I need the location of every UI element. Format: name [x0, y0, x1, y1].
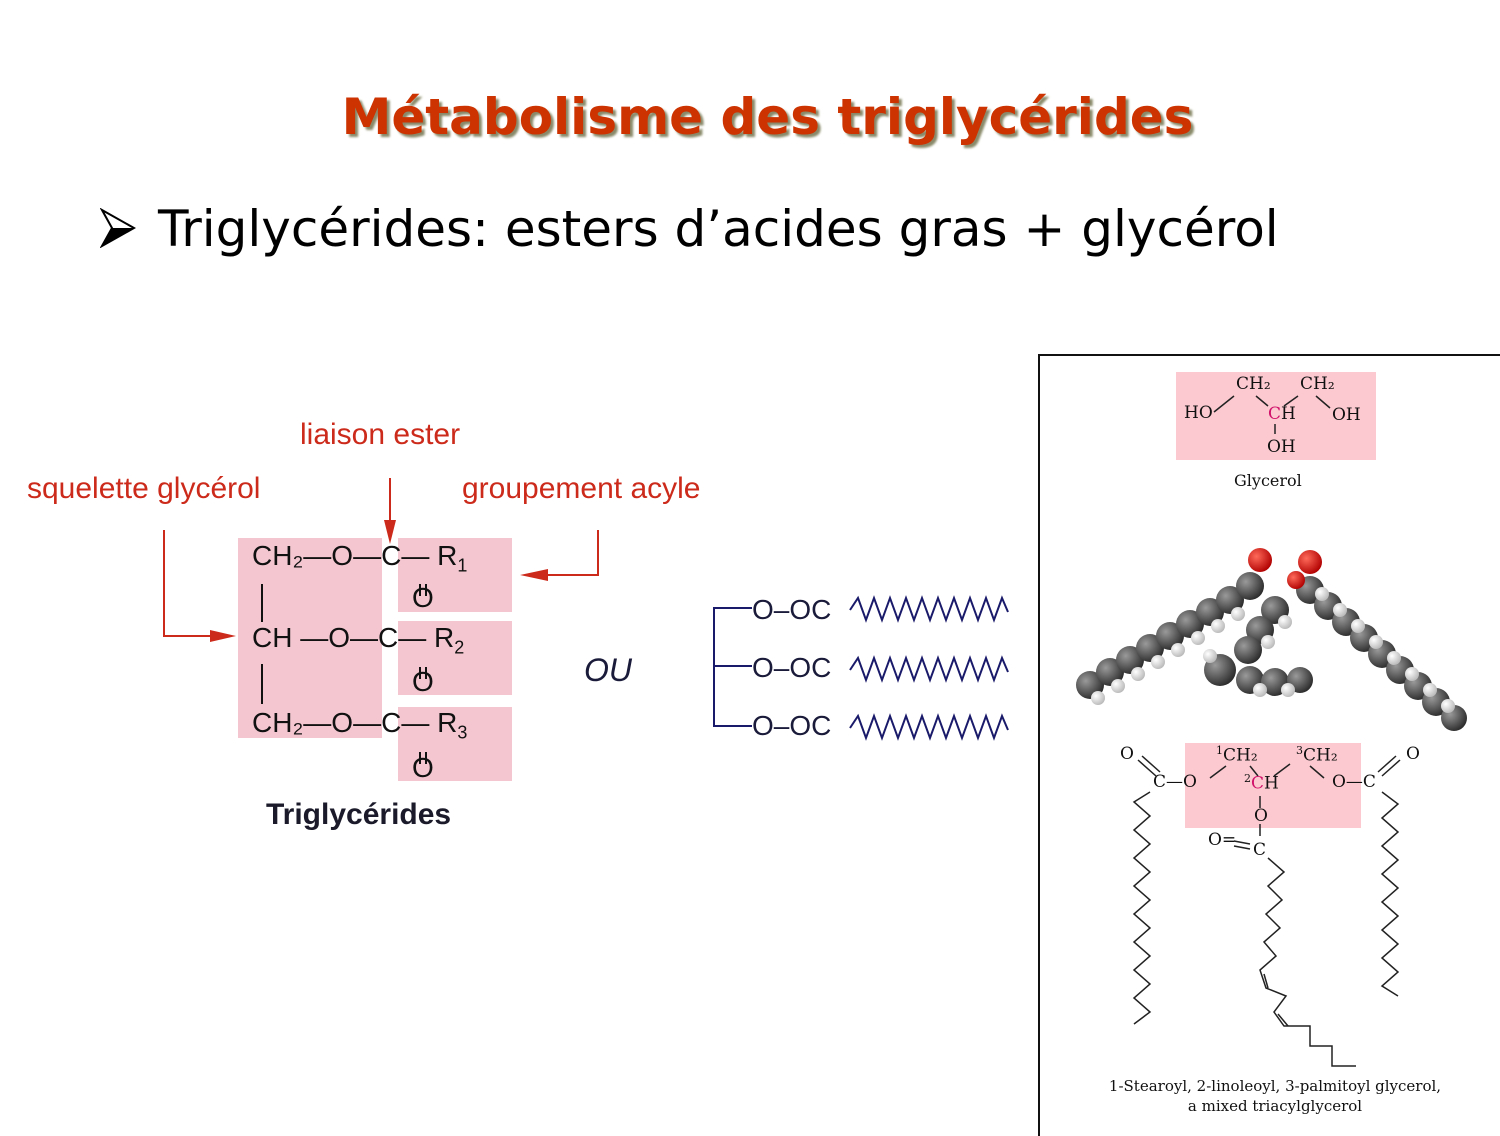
ch2-position-1: 1CH₂: [1216, 744, 1258, 766]
glycerol-ho: HO: [1184, 403, 1213, 423]
c-o-left: C—O: [1153, 772, 1197, 792]
row-1-backbone: CH₂—O—C— R1: [252, 540, 468, 576]
caption-line-1: 1-Stearoyl, 2-linoleoyl, 3-palmitoyl gly…: [1108, 1077, 1442, 1095]
acyl-highlight-3: [398, 707, 512, 781]
row-3-backbone: CH₂—O—C— R3: [252, 707, 468, 743]
bullet-text: Triglycérides: esters d’acides gras + gl…: [158, 200, 1279, 258]
glycerol-ch: CH: [1268, 404, 1296, 424]
glycerol-backbone-highlight: [1185, 743, 1361, 828]
row-2-carbonyl-o: O: [412, 666, 434, 697]
row-1-carbonyl-o: O: [412, 582, 434, 613]
slide-title: Métabolisme des triglycérides: [341, 88, 1194, 146]
arrowhead-bullet-icon: [99, 202, 137, 249]
row-3-carbonyl-o: O: [412, 752, 434, 783]
acyl-highlight-1: [398, 538, 512, 612]
acyl-highlight-2: [398, 621, 512, 695]
label-ester-bond: liaison ester: [300, 418, 461, 451]
chain-1-label: O–OC: [752, 594, 832, 625]
chain-3-label: O–OC: [752, 710, 832, 741]
o-left: O: [1120, 744, 1134, 764]
glycerol-highlight-box: [1176, 372, 1376, 460]
row-2-backbone: CH —O—C— R2: [252, 622, 465, 658]
bullet-point: Triglycérides: esters d’acides gras + gl…: [99, 200, 1279, 258]
glycerol-oh-bottom: OH: [1267, 437, 1296, 457]
glycerol-highlight: [238, 538, 382, 738]
ch-position-2: 2CH: [1244, 772, 1279, 794]
or-label: OU: [584, 652, 632, 688]
figure-caption: 1-Stearoyl, 2-linoleoyl, 3-palmitoyl gly…: [1040, 1076, 1500, 1116]
glycerol-bonds: [1213, 395, 1331, 434]
chain-2-label: O–OC: [752, 652, 832, 683]
label-glycerol-backbone: squelette glycérol: [27, 472, 261, 505]
ch2-position-3: 3CH₂: [1296, 744, 1338, 766]
c-middle: C: [1253, 840, 1267, 860]
o-double-bond: O=: [1208, 830, 1237, 850]
annotation-arrows: [163, 478, 599, 764]
glycerol-ch2-left: CH₂: [1236, 374, 1271, 394]
glycerol-caption: Glycerol: [1234, 471, 1302, 490]
caption-line-2: a mixed triacylglycerol: [1187, 1097, 1363, 1115]
space-filling-model-image: [1076, 548, 1467, 731]
glycerol-oh-right: OH: [1332, 405, 1361, 425]
triglycerides-caption: Triglycérides: [266, 798, 452, 831]
o-c-right: O—C: [1332, 772, 1376, 792]
fatty-acid-chains-schematic: [713, 595, 1009, 741]
acyl-chains-drawing: [1132, 755, 1401, 1067]
label-acyl-group: groupement acyle: [462, 472, 701, 505]
glycerol-ch2-right: CH₂: [1300, 374, 1335, 394]
o-middle: O: [1254, 806, 1268, 826]
o-right: O: [1406, 744, 1420, 764]
